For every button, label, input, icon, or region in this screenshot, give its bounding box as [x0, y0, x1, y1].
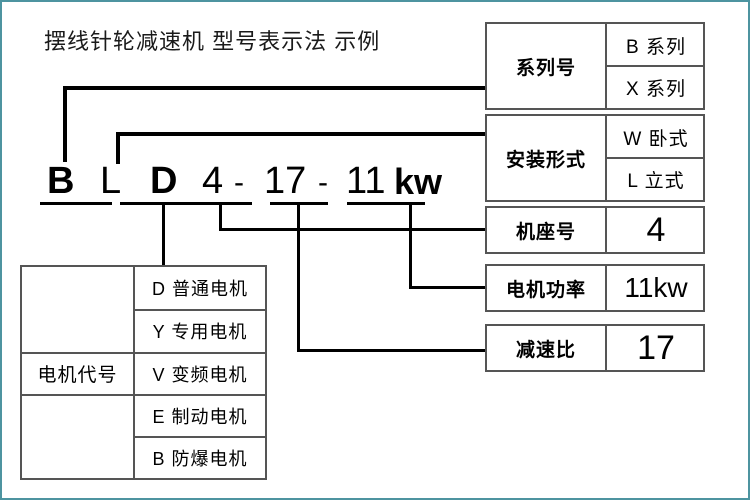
model-char-mounting: L: [100, 160, 122, 202]
mounting-box: 安装形式 W 卧式 L 立式: [485, 114, 705, 202]
leader-frame-vertical: [219, 204, 222, 230]
motor-option-y: Y 专用电机: [152, 322, 248, 342]
motor-code-label: 电机代号: [37, 364, 118, 386]
model-char-series: B: [47, 160, 75, 202]
motor-power-box-divider: [605, 266, 607, 310]
motor-power-label: 电机功率: [505, 279, 586, 301]
model-dash-1: -: [234, 166, 244, 199]
underline-frame-no: [198, 202, 252, 205]
leader-power-vertical: [409, 204, 412, 288]
leader-mounting-vertical: [116, 132, 120, 164]
motor-code-table: 电机代号 D 普通电机 Y 专用电机 V 变频电机 E 制动电机 B 防爆电机: [20, 265, 267, 480]
leader-series-vertical: [63, 86, 67, 162]
series-box-row-divider: [605, 65, 705, 67]
motor-option-v: V 变频电机: [152, 364, 248, 385]
leader-frame-horizontal: [219, 228, 487, 231]
underline-ratio: [270, 202, 328, 205]
motor-power-value: 11kw: [624, 272, 688, 303]
motor-row-divider-3: [22, 394, 265, 396]
model-char-motor: D: [150, 160, 178, 202]
frame-no-box-divider: [605, 208, 607, 252]
motor-option-d: D 普通电机: [152, 279, 248, 299]
underline-power: [347, 202, 425, 205]
underline-motor: [142, 202, 204, 205]
mounting-option-w: W 卧式: [623, 128, 689, 150]
series-box: 系列号 B 系列 X 系列: [485, 22, 705, 110]
page-title: 摆线针轮减速机 型号表示法 示例: [44, 29, 381, 54]
leader-ratio-vertical: [297, 204, 300, 352]
frame-no-label: 机座号: [515, 221, 576, 243]
model-char-frame-no: 4: [202, 160, 224, 202]
leader-motor-vertical: [162, 204, 165, 266]
motor-power-box: 电机功率 11kw: [485, 264, 705, 312]
ratio-box: 减速比 17: [485, 324, 705, 372]
mounting-box-label: 安装形式: [505, 149, 586, 171]
leader-ratio-horizontal: [297, 349, 487, 352]
leader-series-horizontal: [63, 86, 487, 90]
ratio-box-divider: [605, 326, 607, 370]
underline-series: [40, 202, 112, 205]
ratio-label: 减速比: [515, 339, 576, 361]
motor-option-e: E 制动电机: [152, 406, 248, 427]
series-box-label: 系列号: [515, 57, 576, 79]
mounting-option-l: L 立式: [627, 170, 685, 192]
ratio-value: 17: [637, 328, 675, 367]
model-char-power-unit: kw: [394, 161, 443, 202]
frame-no-box: 机座号 4: [485, 206, 705, 254]
motor-row-divider-1: [133, 309, 265, 311]
mounting-box-row-divider: [605, 157, 705, 159]
frame-no-value: 4: [646, 210, 666, 249]
model-char-ratio: 17: [264, 160, 307, 202]
motor-row-divider-2: [22, 352, 265, 354]
leader-mounting-horizontal: [116, 132, 487, 136]
motor-code-table-divider: [133, 267, 135, 478]
series-option-x: X 系列: [626, 78, 686, 100]
leader-power-horizontal: [409, 286, 487, 289]
motor-option-b: B 防爆电机: [152, 448, 248, 469]
series-option-b: B 系列: [626, 36, 686, 58]
model-dash-2: -: [318, 166, 328, 199]
model-char-power-num: 11: [346, 160, 386, 202]
motor-row-divider-4: [133, 436, 265, 438]
